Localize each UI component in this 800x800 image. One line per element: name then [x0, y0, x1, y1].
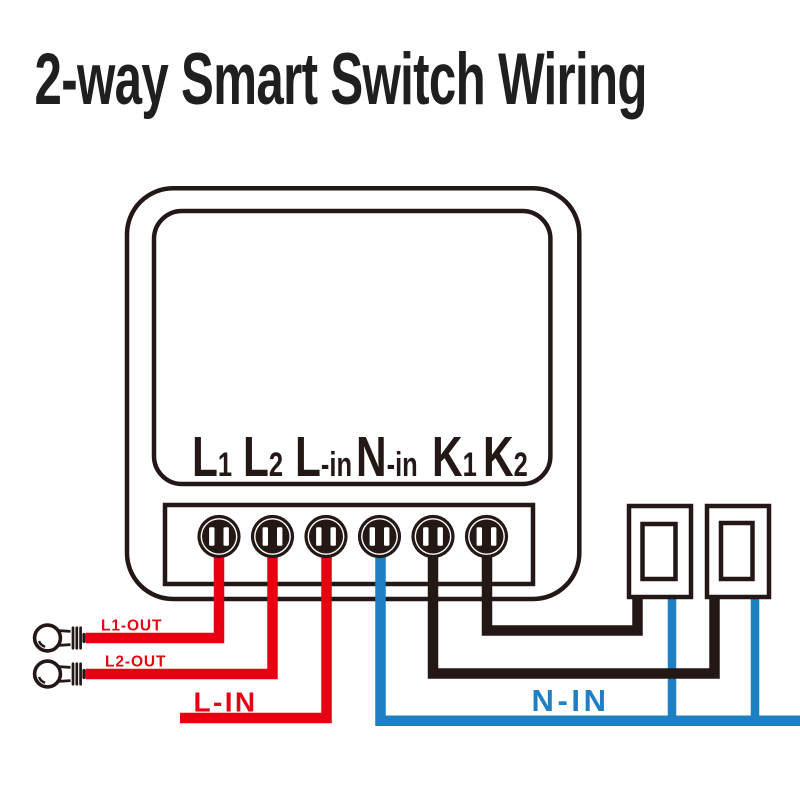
svg-text:2-way Smart Switch Wiring: 2-way Smart Switch Wiring — [35, 40, 647, 121]
svg-text:N-IN: N-IN — [532, 683, 610, 718]
svg-text:L-IN: L-IN — [194, 687, 258, 718]
svg-text:K2: K2 — [483, 425, 528, 488]
svg-text:L2-OUT: L2-OUT — [105, 654, 166, 671]
svg-text:L1-OUT: L1-OUT — [101, 618, 162, 635]
